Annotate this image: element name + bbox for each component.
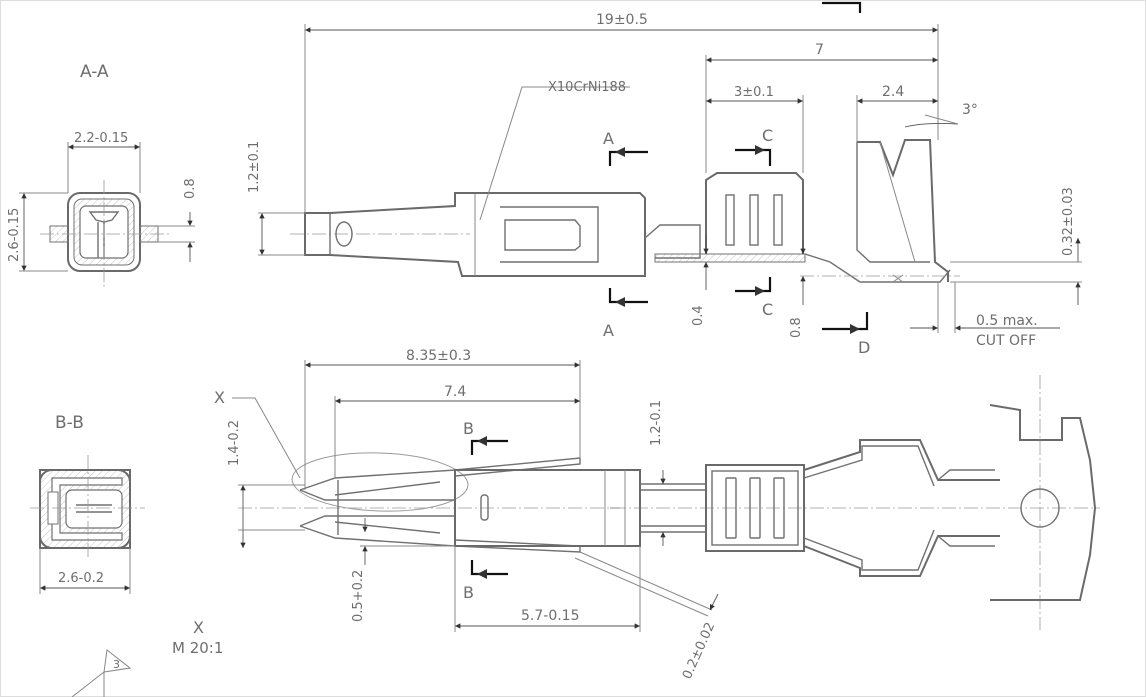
dim-angle: 3°	[962, 102, 978, 118]
note-cutoff: CUT OFF	[976, 333, 1036, 349]
section-marker-b-bottom: B	[463, 583, 474, 602]
dim-height-0-5: 0.5+0.2	[351, 570, 366, 622]
dim-thickness: 0.32±0.03	[1061, 187, 1076, 256]
dim-length-7-4: 7.4	[444, 384, 466, 400]
dim-height-1-2-bottom: 1.2-0.1	[649, 400, 664, 446]
dim-bb-width: 2.6-0.2	[58, 571, 104, 586]
section-a-a: A-A 2.2-0.15 2.6-0.15 0.8	[7, 62, 198, 290]
side-view	[290, 139, 960, 283]
section-marker-a-top: A	[603, 129, 614, 148]
dim-cutoff: 0.5 max.	[976, 313, 1038, 329]
top-view-dimensions: 8.35±0.3 7.4 X 1.4-0.2 1.2-0.1 0.5+0.2 5…	[214, 348, 719, 682]
detail-caption: X M 20:1	[172, 618, 223, 657]
top-partial-mark	[822, 1, 862, 13]
section-b-b-label: B-B	[55, 413, 84, 433]
dim-aa-width: 2.2-0.15	[74, 131, 128, 146]
detail-scale: M 20:1	[172, 639, 223, 657]
dim-length-3: 3±0.1	[734, 85, 774, 100]
dim-length-2-4: 2.4	[882, 84, 904, 100]
section-a-a-label: A-A	[80, 62, 109, 82]
section-marker-b-top: B	[463, 419, 474, 438]
dim-length-5-7: 5.7-0.15	[521, 608, 580, 624]
dim-height-1-2-top: 1.2±0.1	[247, 141, 262, 193]
dim-overall-length: 19±0.5	[596, 12, 648, 28]
dim-height-0-8: 0.8	[789, 317, 804, 338]
dim-length-7: 7	[815, 42, 824, 58]
top-view	[238, 375, 1100, 630]
section-marker-d: D	[858, 338, 870, 357]
detail-x-marker: X	[214, 388, 225, 407]
dim-aa-0-8: 0.8	[183, 178, 198, 199]
dim-aa-height: 2.6-0.15	[7, 208, 22, 262]
material-label: X10CrNi188	[548, 80, 626, 95]
dim-height-0-4: 0.4	[691, 305, 706, 326]
detail-x-label: X	[193, 618, 204, 637]
section-marker-c-bottom: C	[762, 300, 773, 319]
revision-marker: 3	[71, 649, 132, 697]
dim-diagonal-0-2: 0.2±0.02	[680, 620, 718, 681]
dim-height-1-4: 1.4-0.2	[227, 420, 242, 466]
section-b-b: B-B 2.6-0.2	[30, 413, 145, 594]
revision-number: 3	[113, 658, 120, 671]
dim-length-8-35: 8.35±0.3	[406, 348, 471, 364]
section-marker-a-bottom: A	[603, 321, 614, 340]
side-view-dimensions: 19±0.5 7 3±0.1 2.4 3° X10CrNi188 1.2±0.1…	[247, 12, 1082, 357]
section-marker-c-top: C	[762, 126, 773, 145]
